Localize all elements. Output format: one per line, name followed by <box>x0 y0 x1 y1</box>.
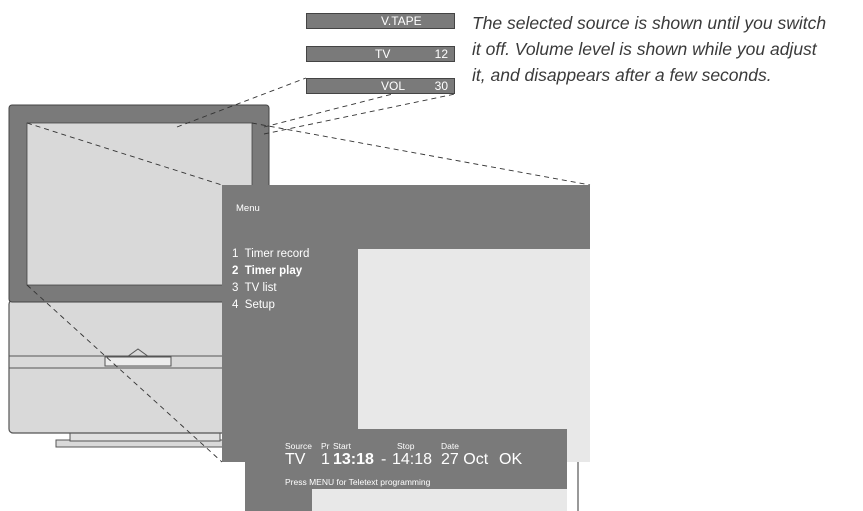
menu-item-timer-record[interactable]: 1 Timer record <box>232 248 309 260</box>
osd-bar-program: TV 12 <box>306 46 455 62</box>
timer-panel: Source Pr Start Stop Date TV 1 13:18 - 1… <box>245 429 567 511</box>
header-stop: Stop <box>397 441 415 451</box>
menu-item-label: Timer play <box>244 265 303 277</box>
tv-screen <box>26 122 253 286</box>
value-stop[interactable]: 14:18 <box>392 451 433 468</box>
menu-item-label: Timer record <box>244 248 310 260</box>
menu-item-label: TV list <box>244 282 277 294</box>
osd-bar-label: V.TAPE <box>381 14 422 28</box>
menu-item-setup[interactable]: 4 Setup <box>232 299 275 311</box>
value-pr[interactable]: 1 <box>321 451 330 468</box>
caption-line: it off. Volume level is shown while you … <box>472 39 817 59</box>
menu-overlay: Menu 1 Timer record 2 Timer play 3 TV li… <box>222 185 590 462</box>
value-source[interactable]: TV <box>285 451 306 468</box>
menu-item-label: Setup <box>244 299 275 311</box>
menu-item-timer-play[interactable]: 2 Timer play <box>232 265 302 277</box>
value-start[interactable]: 13:18 <box>333 451 374 468</box>
menu-item-number: 3 <box>232 282 239 294</box>
menu-item-number: 1 <box>232 248 239 260</box>
value-status[interactable]: OK <box>499 451 523 468</box>
menu-title: Menu <box>236 203 260 214</box>
tv-drawer-handle <box>104 356 172 367</box>
menu-item-number: 2 <box>232 265 239 277</box>
osd-bar-value: 30 <box>434 79 448 93</box>
osd-bar-label: TV <box>375 47 391 61</box>
caption-line: it, and disappears after a few seconds. <box>472 65 772 85</box>
timer-content-panel <box>312 489 567 511</box>
menu-item-tv-list[interactable]: 3 TV list <box>232 282 277 294</box>
osd-bar-source: V.TAPE <box>306 13 455 29</box>
value-date[interactable]: 27 Oct <box>441 451 489 468</box>
header-date: Date <box>441 441 459 451</box>
osd-bar-label: VOL <box>381 79 406 93</box>
menu-item-number: 4 <box>232 299 239 311</box>
value-separator: - <box>381 451 387 468</box>
caption-text: The selected source is shown until you s… <box>472 10 862 88</box>
timer-hint: Press MENU for Teletext programming <box>285 477 431 487</box>
menu-content-panel <box>358 249 590 462</box>
header-start: Start <box>333 441 351 451</box>
header-pr: Pr <box>321 441 330 451</box>
caption-line: The selected source is shown until you s… <box>472 13 827 33</box>
osd-bar-value: 12 <box>434 47 448 61</box>
osd-bar-volume: VOL 30 <box>306 78 455 94</box>
header-source: Source <box>285 441 312 451</box>
